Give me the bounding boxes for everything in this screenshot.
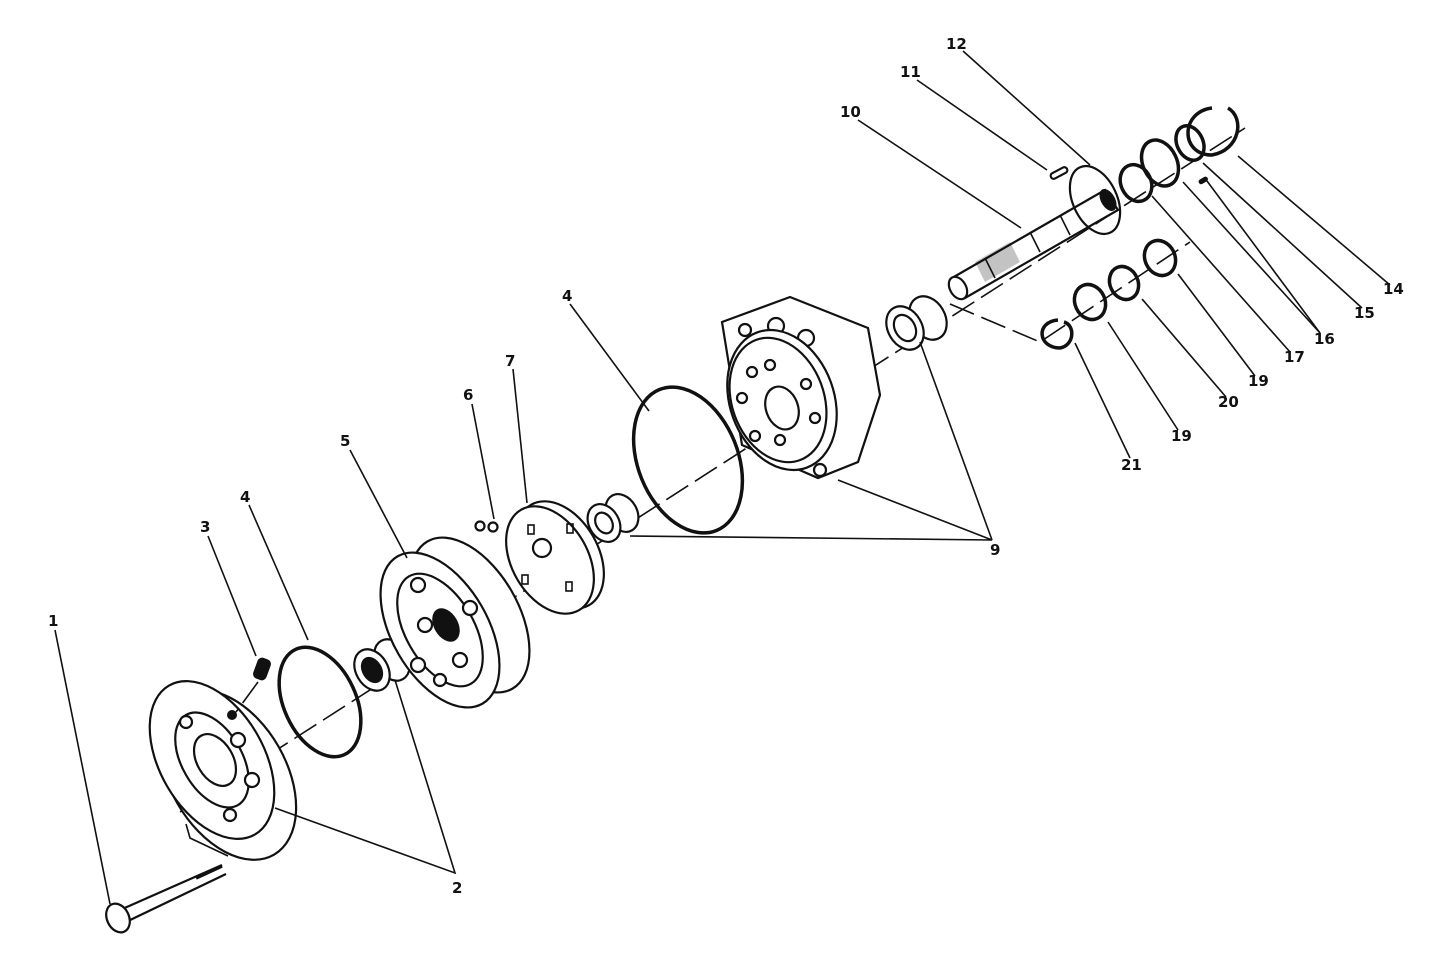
callout-7: 7 xyxy=(505,352,515,370)
bolt-part-1 xyxy=(105,823,229,934)
callout-16: 16 xyxy=(1314,330,1335,348)
needle-bearing-upper xyxy=(885,295,948,351)
callout-5: 5 xyxy=(340,432,350,450)
callout-12: 12 xyxy=(946,35,967,53)
motor-housing xyxy=(720,295,882,480)
washer-part-19-lower xyxy=(1072,282,1108,322)
key-part-11 xyxy=(1049,166,1069,180)
callout-6: 6 xyxy=(463,386,473,404)
plug-part-3 xyxy=(235,657,271,713)
ring-part-16 xyxy=(1139,138,1208,188)
washer-part-19-upper xyxy=(1142,238,1178,278)
callout-21: 21 xyxy=(1121,456,1142,474)
callout-17: 17 xyxy=(1284,348,1305,366)
callout-10: 10 xyxy=(840,103,861,121)
callout-15: 15 xyxy=(1354,304,1375,322)
callout-1: 1 xyxy=(48,612,58,630)
o-ring-part-4-upper xyxy=(631,385,745,535)
seal-part-20 xyxy=(1107,264,1141,302)
callout-19b: 19 xyxy=(1171,427,1192,445)
seal-part-12 xyxy=(1068,164,1122,236)
valve-plate-part-7 xyxy=(505,500,605,615)
callout-9: 9 xyxy=(990,541,1000,559)
assembly-center-axis xyxy=(179,127,1246,813)
callout-11: 11 xyxy=(900,63,921,81)
end-cover-part-2 xyxy=(148,680,298,861)
snap-ring-part-14 xyxy=(1186,106,1240,157)
callout-labels: 1 2 3 4 5 6 7 4 9 10 11 12 14 15 16 17 1… xyxy=(48,35,1404,897)
callout-4b: 4 xyxy=(562,287,572,305)
callout-4a: 4 xyxy=(240,488,250,506)
drive-shaft-part-10 xyxy=(947,188,1120,301)
callout-20: 20 xyxy=(1218,393,1239,411)
ring-part-15 xyxy=(1174,124,1206,162)
leader-lines xyxy=(54,50,1391,905)
callout-14: 14 xyxy=(1383,280,1404,298)
callout-19a: 19 xyxy=(1248,372,1269,390)
callout-2: 2 xyxy=(452,879,462,897)
snap-ring-part-21 xyxy=(1040,318,1074,350)
check-balls-part-6 xyxy=(474,520,499,533)
spacer-sleeve xyxy=(586,493,640,543)
gerotor-part-5 xyxy=(379,536,531,709)
o-ring-part-4-lower xyxy=(277,645,363,759)
ring-part-17 xyxy=(1118,162,1154,204)
callout-3: 3 xyxy=(200,518,210,536)
needle-bearing-lower xyxy=(353,638,411,692)
